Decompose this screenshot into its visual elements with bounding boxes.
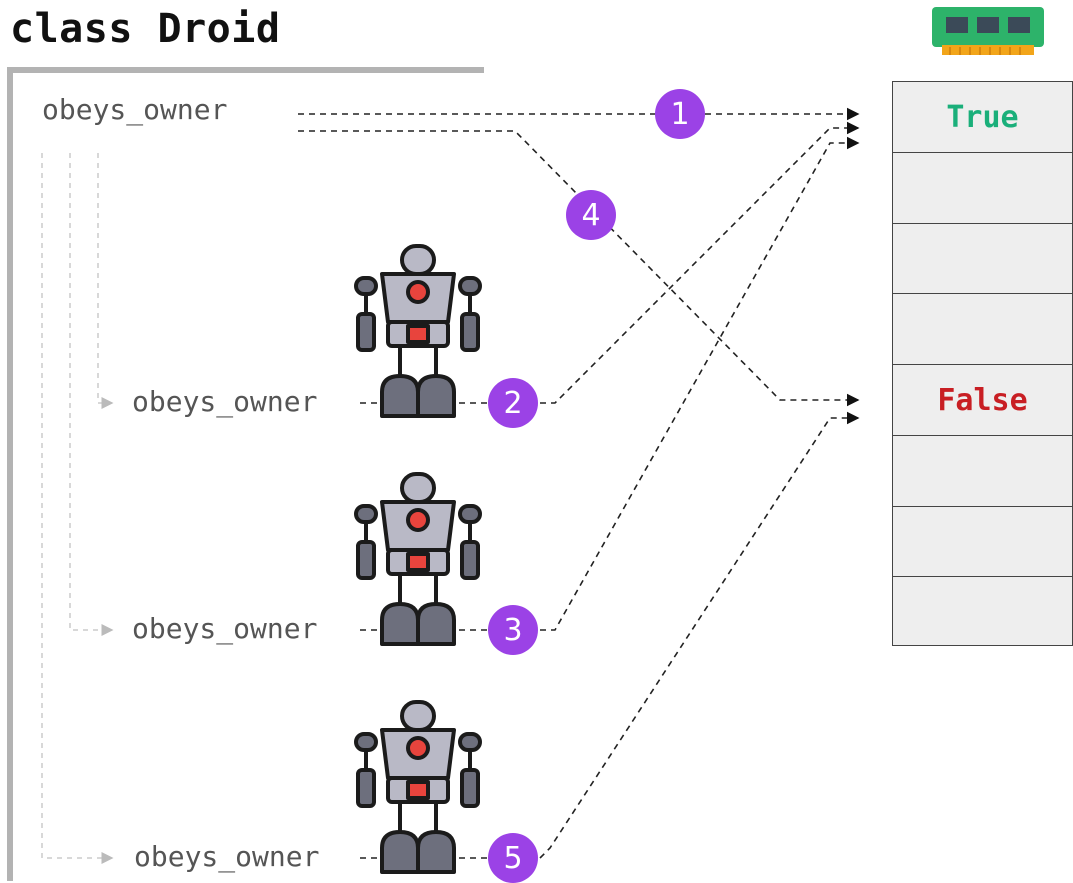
pointer-5 <box>360 418 858 859</box>
step-badge-3: 3 <box>488 605 538 655</box>
pointer-2 <box>360 128 858 404</box>
robot-icon <box>354 244 482 418</box>
class-title: class Droid <box>10 6 281 52</box>
step-badge-5: 5 <box>488 833 538 883</box>
memory-value-true: True <box>946 99 1019 135</box>
memory-cell <box>893 436 1072 507</box>
memory-cell-true: True <box>893 82 1072 153</box>
pointer-3 <box>360 143 858 631</box>
memory-chip-icon <box>932 7 1044 55</box>
inherit-line-2 <box>97 153 114 409</box>
class-attribute-label: obeys_owner <box>40 93 230 126</box>
memory-cell <box>893 153 1072 224</box>
memory-cell <box>893 294 1072 365</box>
robot-icon <box>354 700 482 874</box>
instance-attribute-label-2: obeys_owner <box>130 612 320 645</box>
inherit-line-3 <box>69 153 114 636</box>
memory-value-false: False <box>937 382 1028 418</box>
instance-attribute-label-3: obeys_owner <box>132 840 322 873</box>
step-badge-2: 2 <box>488 378 538 428</box>
inherit-line-5 <box>41 153 114 864</box>
memory-cell <box>893 577 1072 645</box>
step-badge-1: 1 <box>655 89 705 139</box>
class-bracket <box>7 67 484 881</box>
step-badge-4: 4 <box>566 190 616 240</box>
robot-icon <box>354 472 482 646</box>
memory-block: True False <box>892 81 1073 646</box>
instance-attribute-label-1: obeys_owner <box>130 385 320 418</box>
memory-cell-false: False <box>893 365 1072 436</box>
memory-cell <box>893 507 1072 577</box>
memory-cell <box>893 224 1072 294</box>
